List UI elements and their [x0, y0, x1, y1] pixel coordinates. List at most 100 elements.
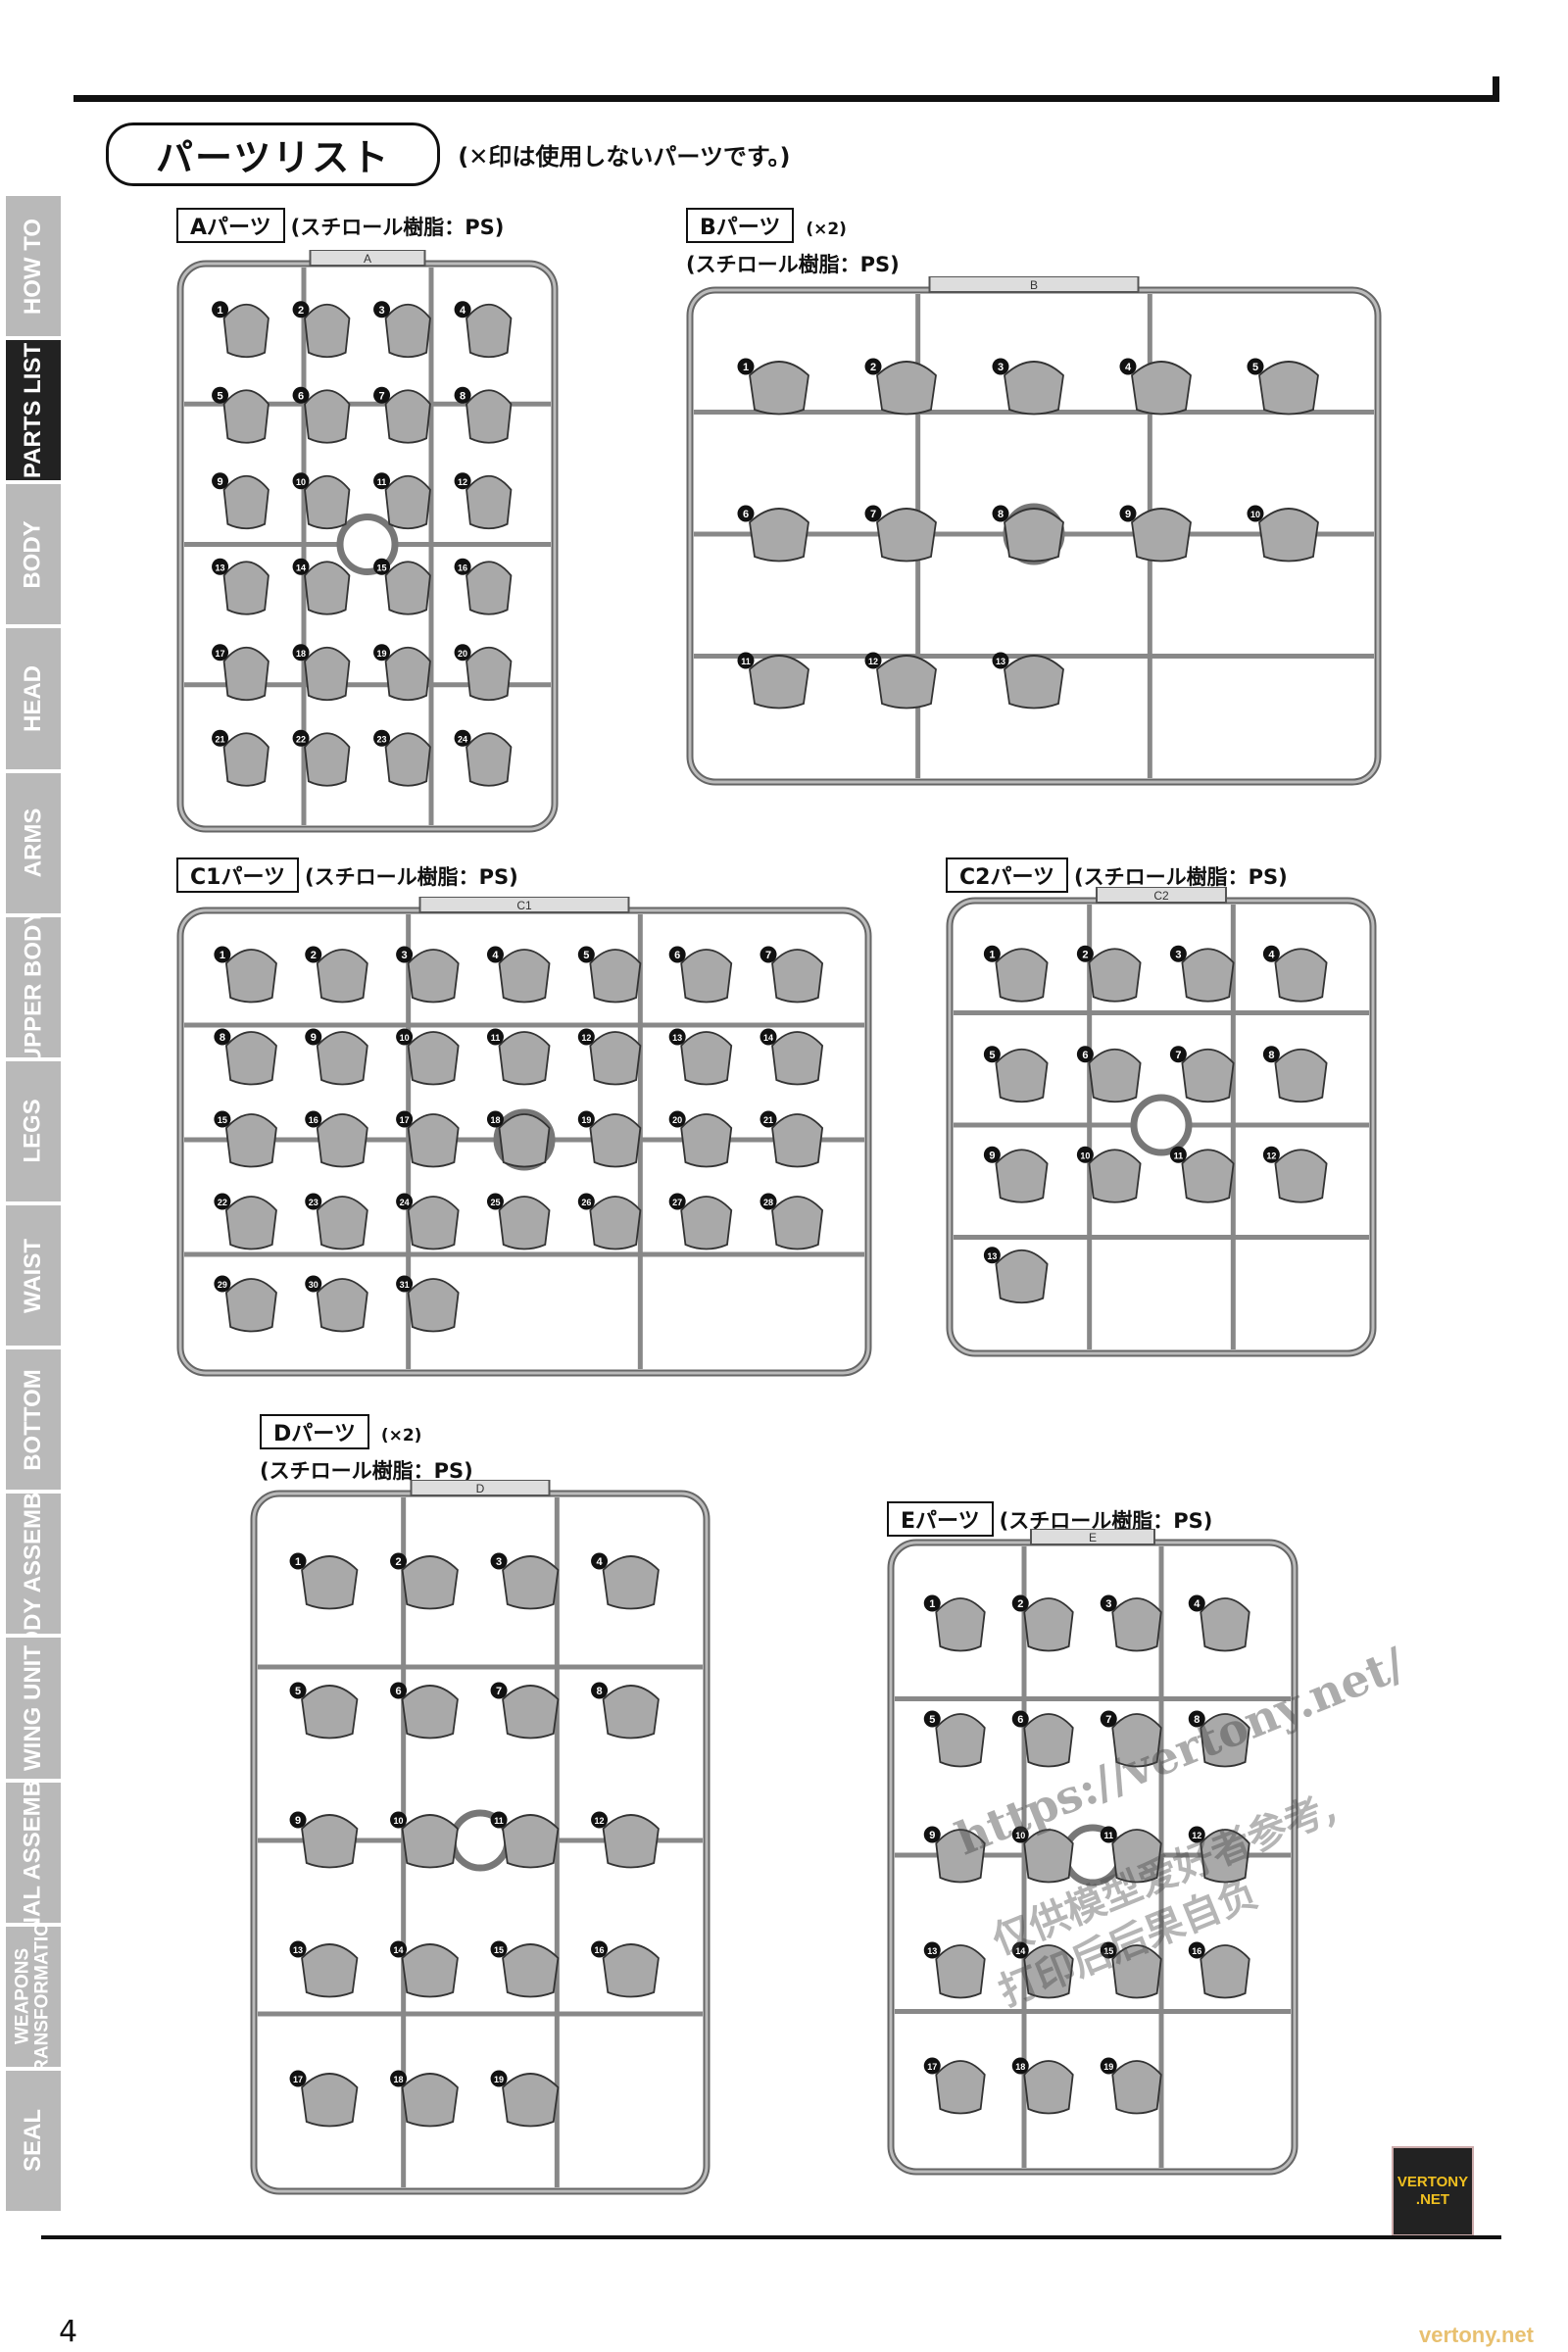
- part-D-4: [602, 1555, 660, 1610]
- part-number-A-18: 18: [292, 644, 310, 662]
- part-C1-15: [224, 1113, 277, 1168]
- part-number-D-17: 17: [289, 2070, 307, 2087]
- part-B-6: [749, 508, 809, 563]
- nav-tab-head[interactable]: HEAD: [6, 628, 61, 773]
- nav-tab-wing-unit[interactable]: WING UNIT: [6, 1638, 61, 1783]
- runner-tag: [410, 1480, 551, 1496]
- part-A-9: [222, 474, 270, 530]
- part-number-C1-30: 30: [305, 1275, 322, 1293]
- svg-text:15: 15: [218, 1115, 227, 1125]
- runner-tag: [1030, 1529, 1155, 1545]
- part-C2-2: [1088, 948, 1142, 1003]
- svg-text:13: 13: [996, 657, 1005, 666]
- part-number-C1-17: 17: [396, 1110, 414, 1128]
- svg-text:22: 22: [218, 1198, 227, 1207]
- part-D-17: [301, 2073, 359, 2128]
- part-B-3: [1004, 361, 1064, 416]
- runner-label-d: Dパーツ(×2) (スチロール樹脂：PS): [260, 1414, 473, 1485]
- part-D-16: [602, 1943, 660, 1998]
- part-C1-11: [498, 1031, 551, 1086]
- part-number-C1-7: 7: [760, 946, 777, 963]
- part-number-E-9: 9: [923, 1826, 941, 1843]
- svg-text:6: 6: [1017, 1714, 1023, 1726]
- part-E-19: [1111, 2060, 1162, 2115]
- svg-text:14: 14: [1015, 1946, 1025, 1956]
- runner-letter: A: [364, 252, 371, 266]
- runner-a-material: (スチロール樹脂：PS): [290, 216, 505, 239]
- svg-text:16: 16: [1192, 1946, 1201, 1956]
- part-number-C1-28: 28: [760, 1193, 777, 1210]
- part-A-5: [222, 389, 270, 444]
- svg-text:9: 9: [929, 1830, 935, 1841]
- svg-text:12: 12: [595, 1816, 605, 1826]
- part-E-13: [935, 1944, 986, 1999]
- svg-text:6: 6: [396, 1686, 402, 1697]
- part-number-B-10: 10: [1247, 505, 1264, 522]
- nav-tab-weapons-transformation[interactable]: WEAPONS TRANSFORMATION: [6, 1926, 61, 2071]
- top-rule: [74, 95, 1499, 102]
- nav-tab-bottom[interactable]: BOTTOM: [6, 1349, 61, 1494]
- svg-text:6: 6: [674, 950, 680, 961]
- part-C2-10: [1088, 1149, 1142, 1203]
- nav-tab-final-assemble[interactable]: FINAL ASSEMBLE: [6, 1782, 61, 1927]
- nav-tab-label: FINAL ASSEMBLE: [20, 1782, 46, 1927]
- part-E-14: [1023, 1944, 1074, 1999]
- part-number-C1-5: 5: [577, 946, 595, 963]
- nav-tab-legs[interactable]: LEGS: [6, 1060, 61, 1205]
- part-C1-30: [316, 1278, 368, 1333]
- nav-tab-arms[interactable]: ARMS: [6, 772, 61, 917]
- part-E-17: [935, 2060, 986, 2115]
- svg-text:2: 2: [298, 305, 304, 317]
- part-number-C1-12: 12: [577, 1028, 595, 1046]
- part-A-6: [304, 389, 351, 444]
- part-C1-4: [498, 949, 551, 1004]
- part-number-B-8: 8: [992, 505, 1009, 522]
- nav-tab-body-assemble[interactable]: BODY ASSEMBLE: [6, 1494, 61, 1639]
- part-number-C1-31: 31: [396, 1275, 414, 1293]
- part-C1-19: [589, 1113, 642, 1168]
- runner-label-b: Bパーツ(×2) (スチロール樹脂：PS): [686, 208, 900, 278]
- part-number-C2-3: 3: [1169, 945, 1187, 962]
- part-number-B-12: 12: [864, 652, 882, 669]
- corner-watermark: vertony.net: [1419, 2323, 1534, 2347]
- part-number-D-7: 7: [490, 1682, 508, 1699]
- svg-text:11: 11: [741, 657, 751, 666]
- part-C2-7: [1181, 1049, 1235, 1103]
- svg-text:14: 14: [394, 1945, 404, 1955]
- part-number-A-22: 22: [292, 729, 310, 747]
- nav-tab-parts-list[interactable]: PARTS LIST: [6, 340, 61, 485]
- nav-tab-seal[interactable]: SEAL: [6, 2070, 61, 2215]
- svg-text:12: 12: [1266, 1151, 1276, 1160]
- part-number-C2-6: 6: [1076, 1046, 1094, 1063]
- runner-d-mult: (×2): [380, 1426, 422, 1446]
- part-E-5: [935, 1713, 986, 1768]
- part-C1-26: [589, 1196, 642, 1250]
- part-number-C1-15: 15: [214, 1110, 231, 1128]
- logo-line-1: VERTONY: [1396, 2174, 1469, 2190]
- part-B-9: [1131, 508, 1192, 563]
- part-E-1: [935, 1597, 986, 1652]
- svg-text:10: 10: [1250, 510, 1260, 519]
- part-number-A-4: 4: [454, 301, 471, 318]
- part-number-C1-2: 2: [305, 946, 322, 963]
- part-E-15: [1111, 1944, 1162, 1999]
- runner-tag: [928, 276, 1140, 293]
- part-E-8: [1200, 1713, 1250, 1768]
- nav-tab-waist[interactable]: WAIST: [6, 1204, 61, 1350]
- part-C1-17: [407, 1113, 460, 1168]
- nav-tab-how-to[interactable]: HOW TO: [6, 196, 61, 341]
- nav-tab-body[interactable]: BODY: [6, 484, 61, 629]
- part-number-E-3: 3: [1100, 1594, 1117, 1612]
- svg-text:26: 26: [581, 1198, 591, 1207]
- part-number-C1-26: 26: [577, 1193, 595, 1210]
- svg-text:6: 6: [1082, 1050, 1088, 1061]
- part-number-D-3: 3: [490, 1552, 508, 1570]
- nav-tab-upper-body[interactable]: UPPER BODY: [6, 916, 61, 1061]
- nav-tab-label: PARTS LIST: [20, 342, 47, 478]
- part-number-B-4: 4: [1119, 358, 1137, 375]
- svg-text:1: 1: [989, 949, 995, 960]
- part-number-E-10: 10: [1011, 1826, 1029, 1843]
- svg-text:7: 7: [496, 1686, 502, 1697]
